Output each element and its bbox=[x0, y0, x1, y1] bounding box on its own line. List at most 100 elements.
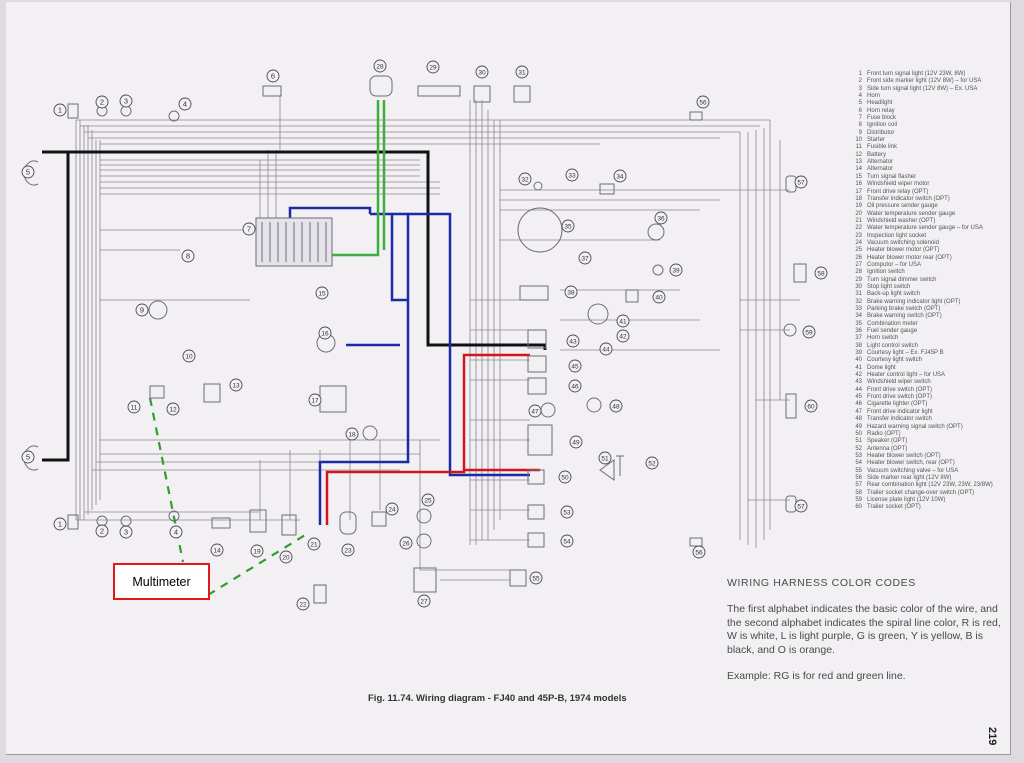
callout-circle bbox=[318, 326, 332, 340]
callout-circle bbox=[558, 470, 572, 484]
callout-number: 2 bbox=[100, 98, 104, 107]
callout-circle bbox=[599, 342, 613, 356]
callout-circle bbox=[652, 290, 666, 304]
callout-circle bbox=[279, 550, 293, 564]
legend-number: 39 bbox=[855, 350, 862, 357]
callout-number: 46 bbox=[571, 384, 579, 391]
legend-number: 53 bbox=[855, 452, 862, 459]
legend-number: 7 bbox=[858, 115, 862, 122]
callout-44: 44 bbox=[599, 342, 613, 356]
legend-text: Brake warning indicator light (OPT) bbox=[867, 298, 961, 305]
callout-number: 15 bbox=[318, 291, 326, 298]
legend-number: 13 bbox=[855, 159, 862, 166]
legend-text: Rear combination light (12V 23W, 23W, 23… bbox=[867, 482, 993, 489]
legend-number: 51 bbox=[855, 438, 862, 445]
callout-5: 5 bbox=[21, 165, 35, 179]
callout-20: 20 bbox=[279, 550, 293, 564]
legend-number: 14 bbox=[855, 166, 862, 173]
legend-number: 49 bbox=[855, 423, 862, 430]
callout-number: 21 bbox=[310, 542, 318, 549]
callout-13: 13 bbox=[229, 378, 243, 392]
callout-circle bbox=[426, 60, 440, 74]
callout-circle bbox=[578, 251, 592, 265]
callout-circle bbox=[804, 399, 818, 413]
callout-circle bbox=[528, 404, 542, 418]
callout-number: 25 bbox=[424, 498, 432, 505]
callout-56: 56 bbox=[692, 545, 706, 559]
legend-text: Transfer indicator switch (OPT) bbox=[867, 195, 950, 202]
callout-number: 41 bbox=[619, 319, 627, 326]
callout-number: 47 bbox=[531, 409, 539, 416]
callout-number: 29 bbox=[429, 65, 437, 72]
legend-item: 27 Computor – for USA bbox=[847, 262, 1007, 269]
legend-text: Speaker (OPT) bbox=[867, 438, 908, 445]
color-codes-title: WIRING HARNESS COLOR CODES bbox=[727, 577, 916, 589]
legend-text: Starter bbox=[867, 137, 886, 144]
callout-circle bbox=[645, 456, 659, 470]
legend-number: 43 bbox=[855, 379, 862, 386]
legend-number: 19 bbox=[855, 203, 862, 210]
legend-text: Courtesy light – Ex. FJ45P B bbox=[867, 350, 944, 357]
callout-number: 10 bbox=[185, 354, 193, 361]
callout-46: 46 bbox=[568, 379, 582, 393]
legend-text: Cigarette lighter (OPT) bbox=[867, 401, 928, 408]
legend-number: 27 bbox=[855, 261, 862, 268]
callout-circle bbox=[814, 266, 828, 280]
callout-number: 12 bbox=[169, 407, 177, 414]
callout-59: 59 bbox=[802, 325, 816, 339]
legend-number: 9 bbox=[858, 129, 862, 136]
legend-text: Computor – for USA bbox=[867, 261, 922, 268]
legend-number: 3 bbox=[858, 85, 862, 92]
callout-56: 56 bbox=[696, 95, 710, 109]
callout-number: 28 bbox=[376, 64, 384, 71]
callout-circle bbox=[95, 524, 109, 538]
callout-circle bbox=[616, 314, 630, 328]
legend-text: Water temperature sender gauge bbox=[867, 210, 956, 217]
callout-circle bbox=[560, 534, 574, 548]
callout-number: 37 bbox=[581, 256, 589, 263]
callout-18: 18 bbox=[345, 427, 359, 441]
legend-number: 11 bbox=[855, 144, 862, 151]
legend-number: 42 bbox=[855, 372, 862, 379]
callout-25: 25 bbox=[421, 493, 435, 507]
callout-number: 24 bbox=[388, 507, 396, 514]
legend-text: Courtesy light switch bbox=[867, 357, 923, 364]
callout-23: 23 bbox=[341, 543, 355, 557]
callout-number: 55 bbox=[532, 576, 540, 583]
legend-number: 33 bbox=[855, 306, 862, 312]
callout-number: 6 bbox=[271, 72, 275, 81]
legend-number: 34 bbox=[855, 313, 862, 320]
callout-circle bbox=[385, 502, 399, 516]
callout-35: 35 bbox=[561, 219, 575, 233]
callout-number: 34 bbox=[616, 174, 624, 181]
callout-number: 36 bbox=[657, 216, 665, 223]
callout-number: 20 bbox=[282, 555, 290, 562]
legend-text: Turn signal flasher bbox=[867, 173, 917, 180]
callout-circle bbox=[616, 329, 630, 343]
callout-number: 54 bbox=[563, 539, 571, 546]
callout-circle bbox=[564, 285, 578, 299]
callout-47: 47 bbox=[528, 404, 542, 418]
callout-circle bbox=[182, 349, 196, 363]
legend-number: 47 bbox=[855, 408, 862, 415]
legend-item: 39 Courtesy light – Ex. FJ45P B bbox=[847, 350, 1007, 357]
callout-circle bbox=[308, 393, 322, 407]
callout-circle bbox=[399, 536, 413, 550]
